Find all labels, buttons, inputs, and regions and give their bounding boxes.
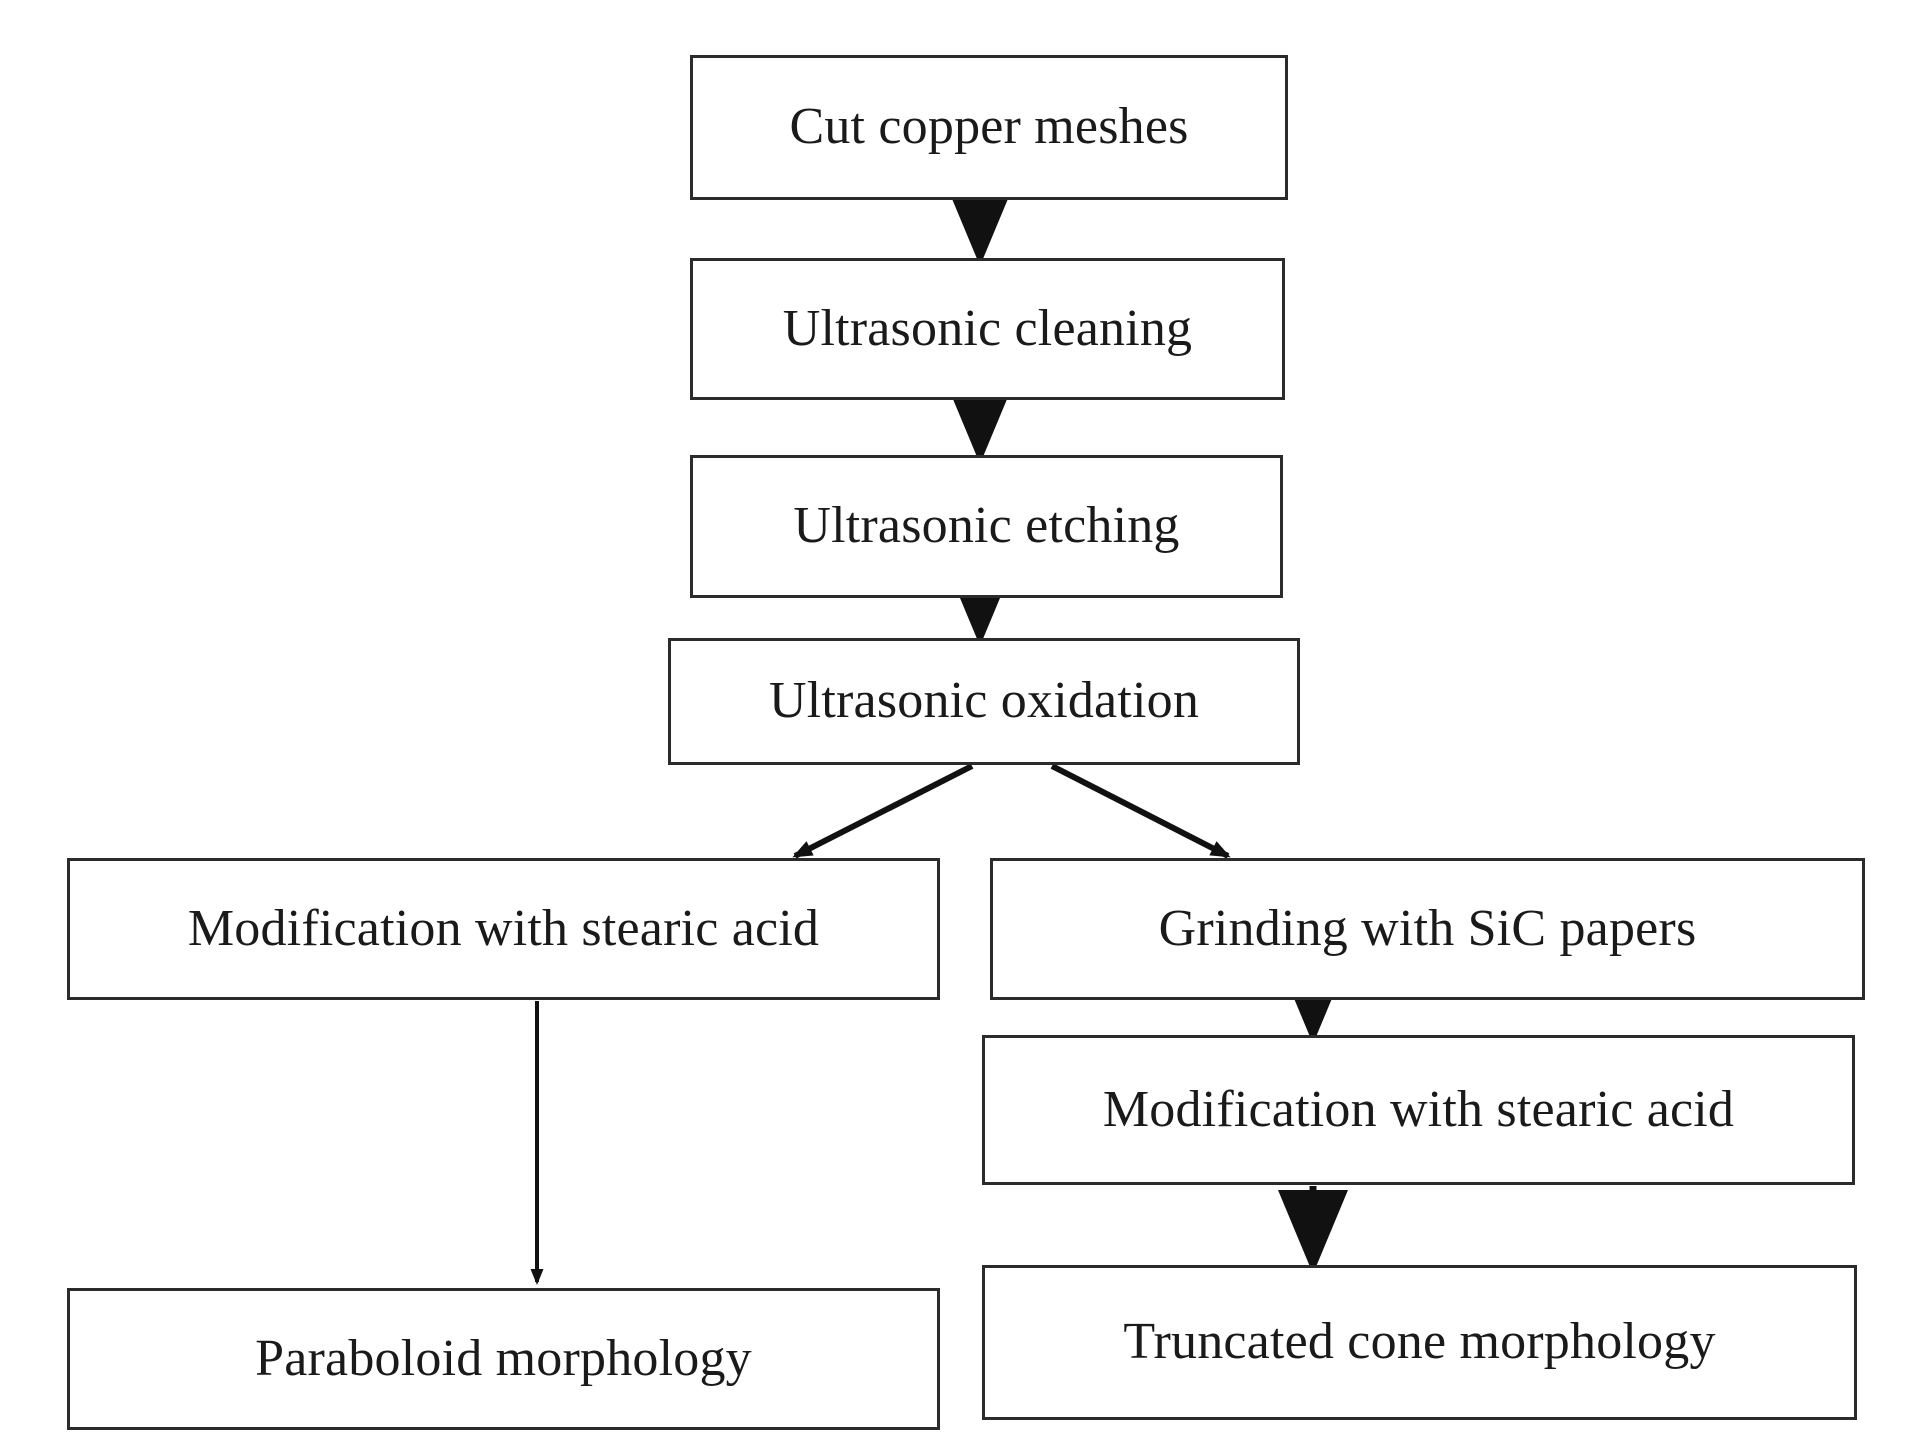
edge-oxidation-to-grinding	[1050, 763, 1231, 859]
node-ultrasonic-oxidation[interactable]: Ultrasonic oxidation	[668, 638, 1300, 765]
node-label: Truncated cone morphology	[1123, 1313, 1716, 1371]
node-label: Ultrasonic oxidation	[768, 672, 1200, 730]
edge-oxidation-to-modification-left	[792, 763, 974, 859]
node-label: Cut copper meshes	[789, 98, 1189, 156]
node-label: Modification with stearic acid	[187, 899, 820, 957]
node-label: Ultrasonic cleaning	[782, 299, 1193, 357]
node-ultrasonic-cleaning[interactable]: Ultrasonic cleaning	[690, 258, 1285, 400]
node-modification-with-stearic-acid-left[interactable]: Modification with stearic acid	[67, 858, 940, 1000]
node-label: Modification with stearic acid	[1102, 1080, 1735, 1138]
node-label: Paraboloid morphology	[255, 1329, 752, 1387]
node-truncated-cone-morphology[interactable]: Truncated cone morphology	[982, 1265, 1857, 1420]
node-ultrasonic-etching[interactable]: Ultrasonic etching	[690, 455, 1283, 598]
node-label: Ultrasonic etching	[793, 497, 1180, 555]
node-grinding-with-sic-papers[interactable]: Grinding with SiC papers	[990, 858, 1865, 1000]
node-label: Grinding with SiC papers	[1158, 899, 1697, 957]
node-cut-copper-meshes[interactable]: Cut copper meshes	[690, 55, 1288, 200]
node-paraboloid-morphology[interactable]: Paraboloid morphology	[67, 1288, 940, 1430]
node-modification-with-stearic-acid-right[interactable]: Modification with stearic acid	[982, 1035, 1855, 1185]
